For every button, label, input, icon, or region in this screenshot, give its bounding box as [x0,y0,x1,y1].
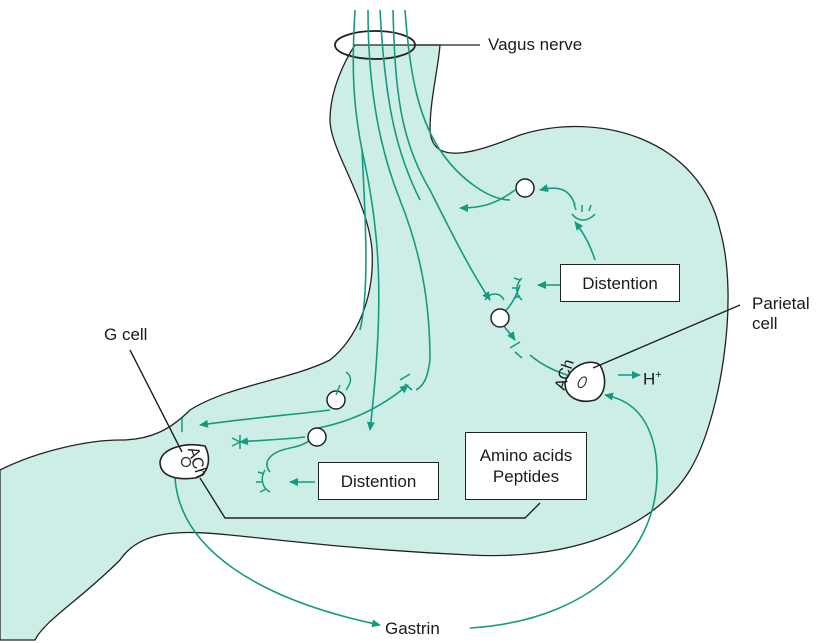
hydrogen-symbol: H [643,370,655,389]
hydrogen-ion-label: H+ [643,365,662,390]
amino-acids-box: Amino acids Peptides [465,432,587,500]
g-cell-label: G cell [104,325,147,345]
gastrin-label: Gastrin [385,619,440,639]
distention-box-upper: Distention [560,264,680,302]
hydrogen-charge: + [655,369,661,381]
amino-acids-text: Amino acids [480,445,573,466]
distention-box-lower: Distention [318,462,439,500]
distention-lower-text: Distention [341,471,417,492]
distention-upper-text: Distention [582,273,658,294]
vagus-nerve-label: Vagus nerve [488,35,582,55]
peptides-text: Peptides [493,466,559,487]
parietal-cell-label-line1: Parietal [752,294,810,314]
parietal-cell-label-line2: cell [752,314,778,334]
